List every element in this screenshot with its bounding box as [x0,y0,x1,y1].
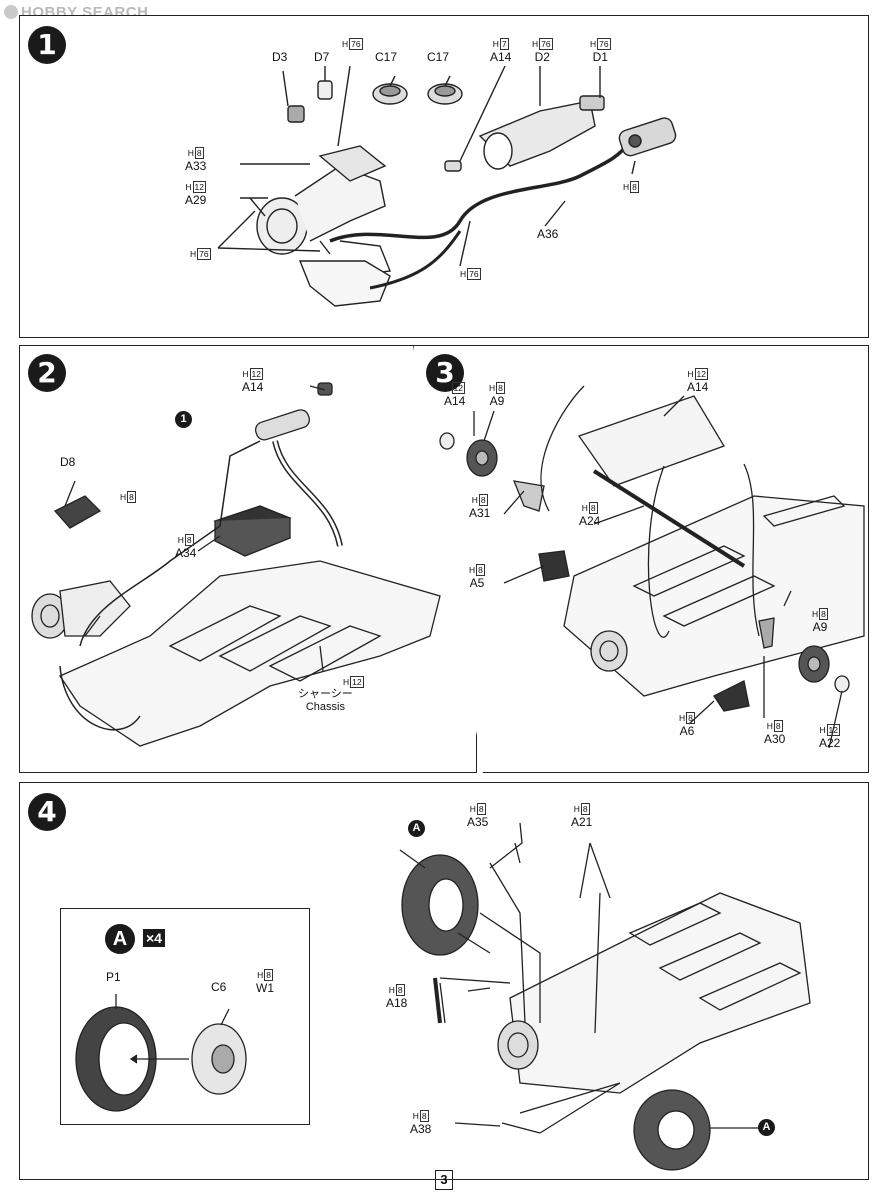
label-a36: A36 [537,227,559,241]
step-2-number: 2 [28,354,66,392]
step-3-panel: 3 [413,345,869,773]
step-1-panel: 1 [19,15,869,338]
step-1-number: 1 [28,26,66,64]
label-d8: D8 [60,455,76,469]
step-4-drawing [20,783,868,1179]
ref-step-1: 1 [175,411,192,428]
step-3-number: 3 [426,354,464,392]
page-number: 3 [435,1170,453,1190]
label-c6: C6 [211,980,227,994]
step-2-drawing [20,346,476,772]
ref-a-subassembly: A [105,924,135,954]
ref-a-bottom: A [758,1119,775,1136]
wheel-drawing [61,909,309,1124]
ref-a-top: A [408,820,425,837]
step-3-drawing [414,346,868,772]
step-4-number: 4 [28,793,66,831]
watermark-logo-icon [4,5,18,19]
label-p1: P1 [106,970,121,984]
label-d7: D7 [314,50,330,64]
label-c17-a: C17 [375,50,398,64]
label-c17-b: C17 [427,50,450,64]
quantity-badge: ×4 [143,929,165,947]
step-1-drawing [20,16,868,337]
label-d3: D3 [272,50,288,64]
